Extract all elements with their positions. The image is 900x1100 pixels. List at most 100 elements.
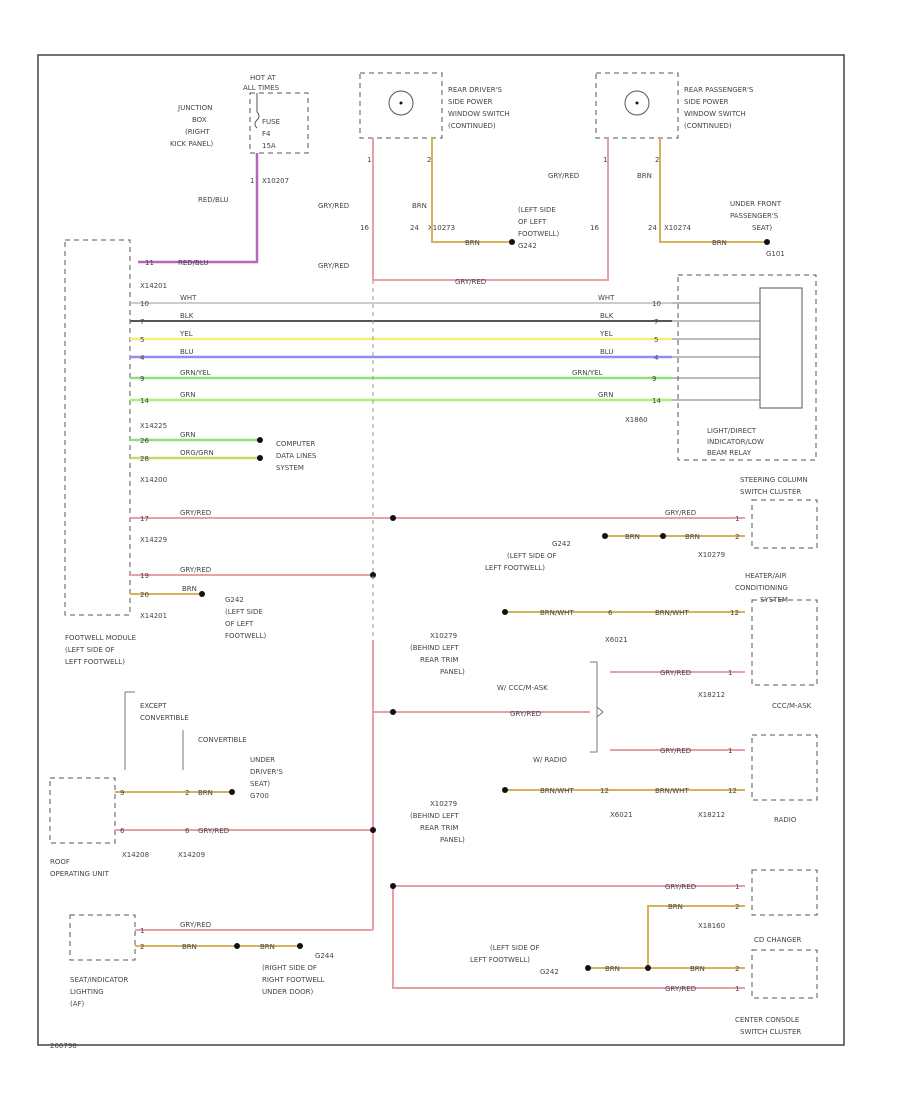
light-module-outline [677, 274, 817, 461]
junction-2: BOX [192, 116, 207, 124]
bus-wires [130, 302, 672, 402]
data-dot-1 [257, 437, 263, 443]
conn-x14201b: X14201 [140, 612, 167, 620]
splice-steer-brn [660, 533, 666, 539]
fuse-id: F4 [262, 130, 271, 138]
lbl-d-orggrn: ORG/GRN [180, 449, 214, 457]
lbl-cc-brn: BRN [605, 965, 620, 973]
seat-indicator-outline [69, 914, 136, 961]
rear-driver-switch-outline [359, 72, 443, 139]
trim-a-2: (BEHIND LEFT [410, 644, 459, 652]
lbl-r-brnwht: BRN/WHT [540, 787, 574, 795]
ground-dot-4 [199, 591, 205, 597]
seat-2: LIGHTING [70, 988, 104, 996]
motor-center-icon-2 [635, 101, 639, 105]
fuse-name: FUSE [262, 118, 280, 126]
splice-seat [234, 943, 240, 949]
rear-passenger-switch-outline [595, 72, 679, 139]
fuse-box: HOT AT ALL TIMES JUNCTION BOX (RIGHT KIC… [170, 74, 309, 154]
g242d-3: G242 [540, 968, 559, 976]
ground-dot-5 [229, 789, 235, 795]
lbl-grn-r: GRN [598, 391, 614, 399]
lbl-d-grn: GRN [180, 431, 196, 439]
pin-r-a: 12 [600, 787, 609, 795]
wire-red-blu-label: RED/BLU [178, 259, 209, 267]
lbl-yel-r: YEL [599, 330, 613, 338]
rds-pin24: 24 [410, 224, 419, 232]
conn-x10207: X10207 [262, 177, 289, 185]
lbl-grn: GRN [180, 391, 196, 399]
ccc-option: W/ CCC/M-ASK [497, 684, 548, 692]
trim-a-4: PANEL) [440, 668, 465, 676]
lm-1: LIGHT/DIRECT [707, 427, 757, 435]
light-module-leads [672, 302, 760, 401]
wire-red-blu-label-top: RED/BLU [198, 196, 229, 204]
g244-2: (RIGHT SIDE OF [262, 964, 317, 972]
sc-2: SWITCH CLUSTER [740, 488, 801, 496]
lbl-wht: WHT [180, 294, 197, 302]
lbl-seat-brn2: BRN [260, 943, 275, 951]
pin-r-4: 4 [654, 354, 659, 362]
rps-pin1: 1 [603, 156, 607, 164]
footwell-module-outline [64, 239, 131, 616]
pin-bus-6: 14 [140, 397, 149, 405]
junction-4: KICK PANEL) [170, 140, 213, 148]
pin-seat-1: 1 [140, 927, 144, 935]
gryred-merge: GRY/RED [455, 278, 486, 286]
g242b-3: LEFT FOOTWELL) [485, 564, 545, 572]
g700-4: G700 [250, 792, 269, 800]
pin-ccc: 1 [728, 669, 732, 677]
rps-pin2: 2 [655, 156, 659, 164]
g244-1: G244 [315, 952, 334, 960]
diagram-frame [37, 54, 845, 1046]
fuse-box-outline [249, 92, 309, 154]
lbl-h-brnwht-r: BRN/WHT [655, 609, 689, 617]
g242c-4: FOOTWELL) [225, 632, 266, 640]
lbl-radio-gryred: GRY/RED [660, 747, 691, 755]
g242d-1: (LEFT SIDE OF [490, 944, 540, 952]
rps-4: (CONTINUED) [684, 122, 732, 130]
hv-2: CONDITIONING [735, 584, 788, 592]
lbl-grn-yel-r: GRN/YEL [572, 369, 603, 377]
seat-3: (AF) [70, 1000, 85, 1008]
g242c-3: OF LEFT [225, 620, 254, 628]
lm-3: BEAM RELAY [707, 449, 752, 457]
g700-2: DRIVER'S [250, 768, 283, 776]
motor-icon-2 [624, 90, 650, 116]
lbl-yel: YEL [179, 330, 193, 338]
roof-unit-outline [49, 777, 116, 844]
lbl-blk: BLK [180, 312, 194, 320]
pin-f1: 19 [140, 572, 149, 580]
lbl-f-gryred: GRY/RED [180, 566, 211, 574]
wire-rds-brn [431, 138, 510, 243]
rear-driver-switch: REAR DRIVER'S SIDE POWER WINDOW SWITCH (… [359, 72, 510, 139]
wire-purple [138, 153, 259, 264]
pin-r-5: 9 [652, 375, 656, 383]
conn-x14200: X14200 [140, 476, 167, 484]
conn-x18212a: X18212 [698, 691, 725, 699]
lm-2: INDICATOR/LOW [707, 438, 764, 446]
ground-dot-2 [764, 239, 770, 245]
cd-changer-lbl: CD CHANGER [754, 936, 802, 944]
g244-3: RIGHT FOOTWELL [262, 976, 325, 984]
lbl-grn-yel: GRN/YEL [180, 369, 211, 377]
pin-s-r1: 1 [735, 515, 739, 523]
g242a-2: OF LEFT [518, 218, 547, 226]
pin-roof-1: 9 [120, 789, 124, 797]
radio-outline [751, 734, 818, 801]
conn-x18212b: X18212 [698, 811, 725, 819]
splice-cd [390, 883, 396, 889]
g242c-2: (LEFT SIDE [225, 608, 263, 616]
fm-3: LEFT FOOTWELL) [65, 658, 125, 666]
lbl-s-gryred: GRY/RED [180, 509, 211, 517]
lbl-blk-r: BLK [600, 312, 614, 320]
rds-brn: BRN [412, 202, 427, 210]
option-bracket [590, 661, 604, 753]
lbl-s-brn-r: BRN [685, 533, 700, 541]
ground-dot-3 [602, 533, 608, 539]
wire-cd-loop [392, 886, 745, 989]
junction-3: (RIGHT [185, 128, 210, 136]
pin-fm-1: 11 [145, 259, 154, 267]
pin-fuse-out: 1 [250, 177, 254, 185]
pin-bus-2: 7 [140, 318, 144, 326]
